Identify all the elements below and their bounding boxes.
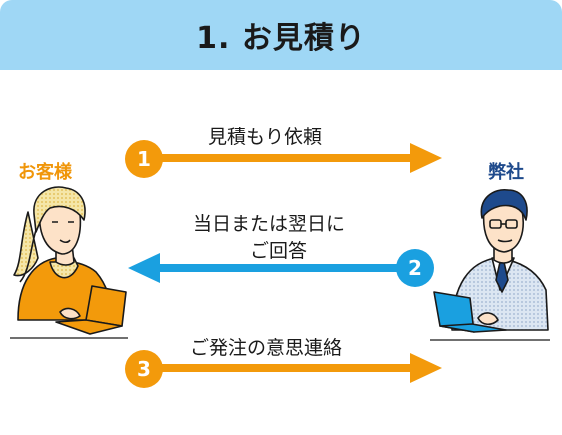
company-label: 弊社 <box>488 162 524 183</box>
step-1-label: 見積もり依頼 <box>208 126 323 148</box>
step-1-arrow <box>150 143 442 173</box>
step-2-label-line1: 当日または翌日に <box>193 213 346 235</box>
step-3-arrow <box>150 353 442 383</box>
page-title: 1. お見積り <box>196 21 366 56</box>
step-3-label: ご発注の意思連絡 <box>190 337 343 359</box>
step-2-number: 2 <box>408 256 422 280</box>
step-2-label-line2: ご回答 <box>250 240 308 262</box>
step-3-badge: 3 <box>125 350 163 388</box>
step-2-arrow <box>128 253 420 283</box>
company-illustration <box>430 189 550 341</box>
header-banner: 1. お見積り <box>0 0 562 70</box>
customer-label: お客様 <box>18 162 72 183</box>
step-2-badge: 2 <box>396 249 434 287</box>
step-1-number: 1 <box>137 147 151 171</box>
step-1-badge: 1 <box>125 140 163 178</box>
customer-illustration <box>10 186 128 339</box>
step-3-number: 3 <box>137 357 151 381</box>
